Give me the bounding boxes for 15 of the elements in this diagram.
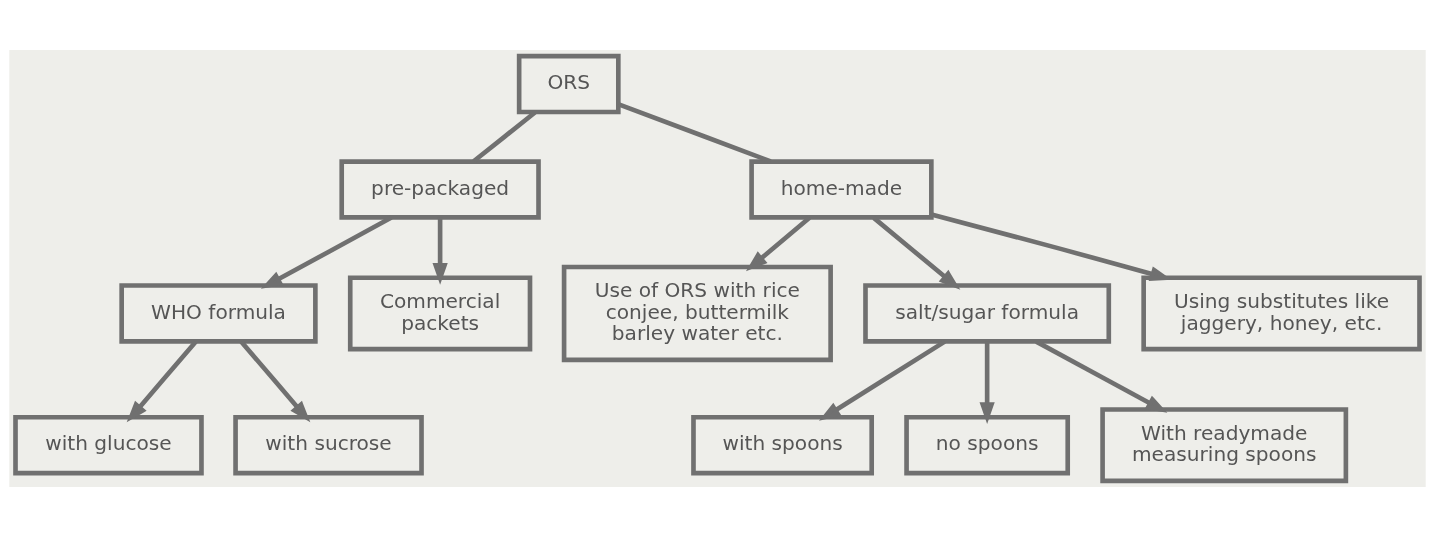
node-box: Using substitutes like jaggery, honey, etc. [1141, 274, 1422, 351]
node-box: pre-packaged [339, 158, 541, 220]
node-box: Commercial packets [347, 274, 533, 351]
node-box: with spoons [691, 414, 874, 475]
node-box: home-made [749, 158, 934, 220]
node-box: salt/sugar formula [863, 282, 1112, 344]
node-box: Use of ORS with rice conjee, buttermilk barley water etc. [561, 264, 833, 362]
node-box: WHO formula [119, 282, 318, 344]
node-box: with sucrose [233, 414, 424, 475]
arrow [979, 341, 995, 424]
node-box: no spoons [904, 414, 1071, 475]
node-box: with glucose [13, 414, 204, 475]
arrow [432, 217, 448, 285]
node-box: ORS [516, 53, 621, 114]
node-box: With readymade measuring spoons [1100, 406, 1349, 483]
